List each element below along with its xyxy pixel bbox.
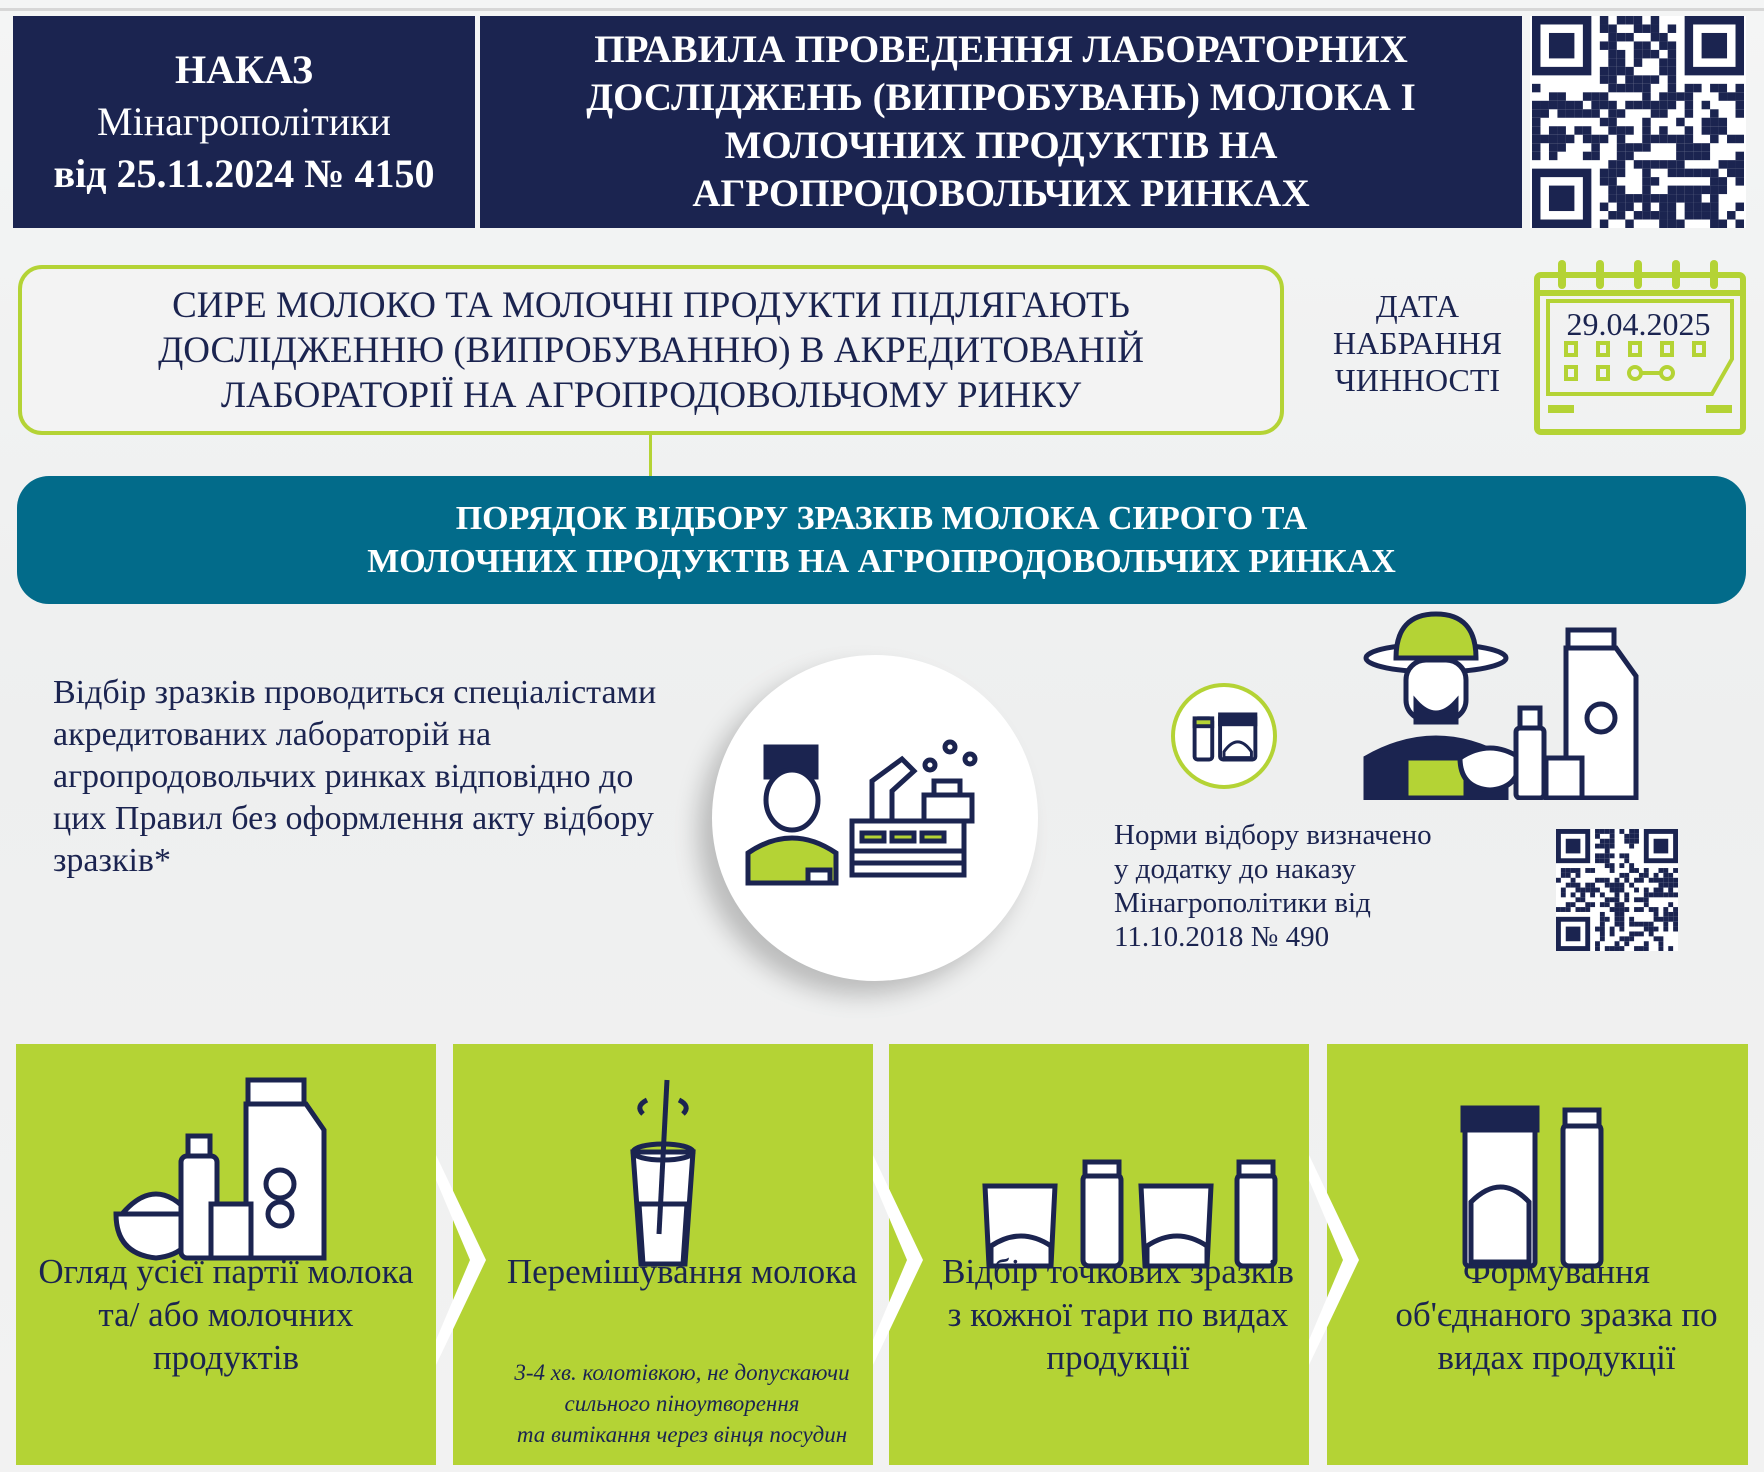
step-1-panel: Огляд усієї партії молока та/ або молочн…	[16, 1044, 436, 1465]
step-2-note: 3-4 хв. колотівкою, не допускаючи сильно…	[453, 1357, 873, 1450]
rule-line: ЛАБОРАТОРІЇ НА АГРОПРОДОВОЛЬЧОМУ РИНКУ	[220, 374, 1082, 416]
combined-sample-icon	[1460, 1105, 1604, 1269]
calendar-icon	[1534, 260, 1746, 435]
lab-specialist-icon	[745, 739, 978, 886]
note-line: та витікання через вінця посудин	[516, 1422, 848, 1447]
norms-text: Норми відбору визначено у додатку до нак…	[1114, 818, 1534, 954]
rule-line: ДОСЛІДЖЕННЮ (ВИПРОБУВАННЮ) В АКРЕДИТОВАН…	[158, 329, 1144, 371]
effective-date-label: ДАТА НАБРАННЯ ЧИННОСТІ	[1320, 288, 1515, 399]
sample-jars-circle	[1171, 683, 1277, 789]
sample-jars-icon	[1192, 712, 1258, 762]
norms-line: 11.10.2018 № 490	[1114, 921, 1330, 953]
connector-line	[649, 435, 652, 477]
order-ministry: Мінагрополітики	[97, 99, 391, 144]
step-4-panel: Формування об'єднаного зразка по видах п…	[1327, 1044, 1748, 1465]
top-divider	[0, 8, 1764, 11]
qr-code-icon[interactable]	[1556, 829, 1678, 951]
qr-code-icon[interactable]	[1530, 16, 1746, 228]
stirring-glass-icon	[630, 1079, 696, 1267]
order-box: НАКАЗ Мінагрополітики від 25.11.2024 № 4…	[13, 16, 475, 228]
dairy-products-icon	[113, 1077, 327, 1261]
effective-date: 29.04.2025	[1566, 306, 1711, 342]
order-label: НАКАЗ	[174, 47, 313, 92]
banner-line: ПОРЯДОК ВІДБОРУ ЗРАЗКІВ МОЛОКА СИРОГО ТА	[455, 500, 1308, 537]
arrow-chevron-icon	[1309, 1155, 1359, 1365]
step-4-title: Формування об'єднаного зразка по видах п…	[1395, 1252, 1718, 1377]
sample-containers-icon	[982, 1159, 1278, 1269]
step-2-panel: Перемішування молока 3-4 хв. колотівкою,…	[453, 1044, 873, 1465]
title-line: АГРОПРОДОВОЛЬЧИХ РИНКАХ	[692, 172, 1310, 215]
norms-line: Мінагрополітики від	[1114, 887, 1371, 919]
label-line: ДАТА	[1375, 288, 1460, 324]
rule-line: СИРЕ МОЛОКО ТА МОЛОЧНІ ПРОДУКТИ ПІДЛЯГАЮ…	[172, 284, 1130, 326]
document-title: ПРАВИЛА ПРОВЕДЕННЯ ЛАБОРАТОРНИХ ДОСЛІДЖЕ…	[480, 16, 1522, 228]
norms-line: Норми відбору визначено	[1114, 819, 1432, 851]
norms-line: у додатку до наказу	[1114, 853, 1356, 885]
farmer-with-dairy-icon	[1363, 611, 1639, 800]
step-1-title: Огляд усієї партії молока та/ або молочн…	[38, 1252, 414, 1377]
note-line: сильного піноутворення	[564, 1391, 800, 1416]
arrow-chevron-icon	[436, 1155, 486, 1365]
title-line: МОЛОЧНИХ ПРОДУКТІВ НА	[724, 124, 1278, 167]
title-line: ДОСЛІДЖЕНЬ (ВИПРОБУВАНЬ) МОЛОКА І	[586, 76, 1416, 119]
step-2-title: Перемішування молока	[506, 1252, 858, 1291]
procedure-banner: ПОРЯДОК ВІДБОРУ ЗРАЗКІВ МОЛОКА СИРОГО ТА…	[17, 476, 1746, 604]
title-line: ПРАВИЛА ПРОВЕДЕННЯ ЛАБОРАТОРНИХ	[594, 28, 1408, 71]
label-line: НАБРАННЯ	[1333, 325, 1502, 361]
banner-line: МОЛОЧНИХ ПРОДУКТІВ НА АГРОПРОДОВОЛЬЧИХ Р…	[367, 543, 1396, 580]
sampling-description: Відбір зразків проводиться спеціалістами…	[53, 674, 657, 879]
order-number: від 25.11.2024 № 4150	[53, 151, 435, 196]
step-3-panel: Відбір точкових зразків з кожної тари по…	[889, 1044, 1309, 1465]
step-3-title: Відбір точкових зразків з кожної тари по…	[942, 1252, 1294, 1377]
rule-box: СИРЕ МОЛОКО ТА МОЛОЧНІ ПРОДУКТИ ПІДЛЯГАЮ…	[18, 265, 1284, 435]
arrow-chevron-icon	[873, 1155, 923, 1365]
note-line: 3-4 хв. колотівкою, не допускаючи	[514, 1360, 850, 1385]
label-line: ЧИННОСТІ	[1334, 362, 1501, 398]
lab-specialist-circle	[712, 655, 1038, 981]
